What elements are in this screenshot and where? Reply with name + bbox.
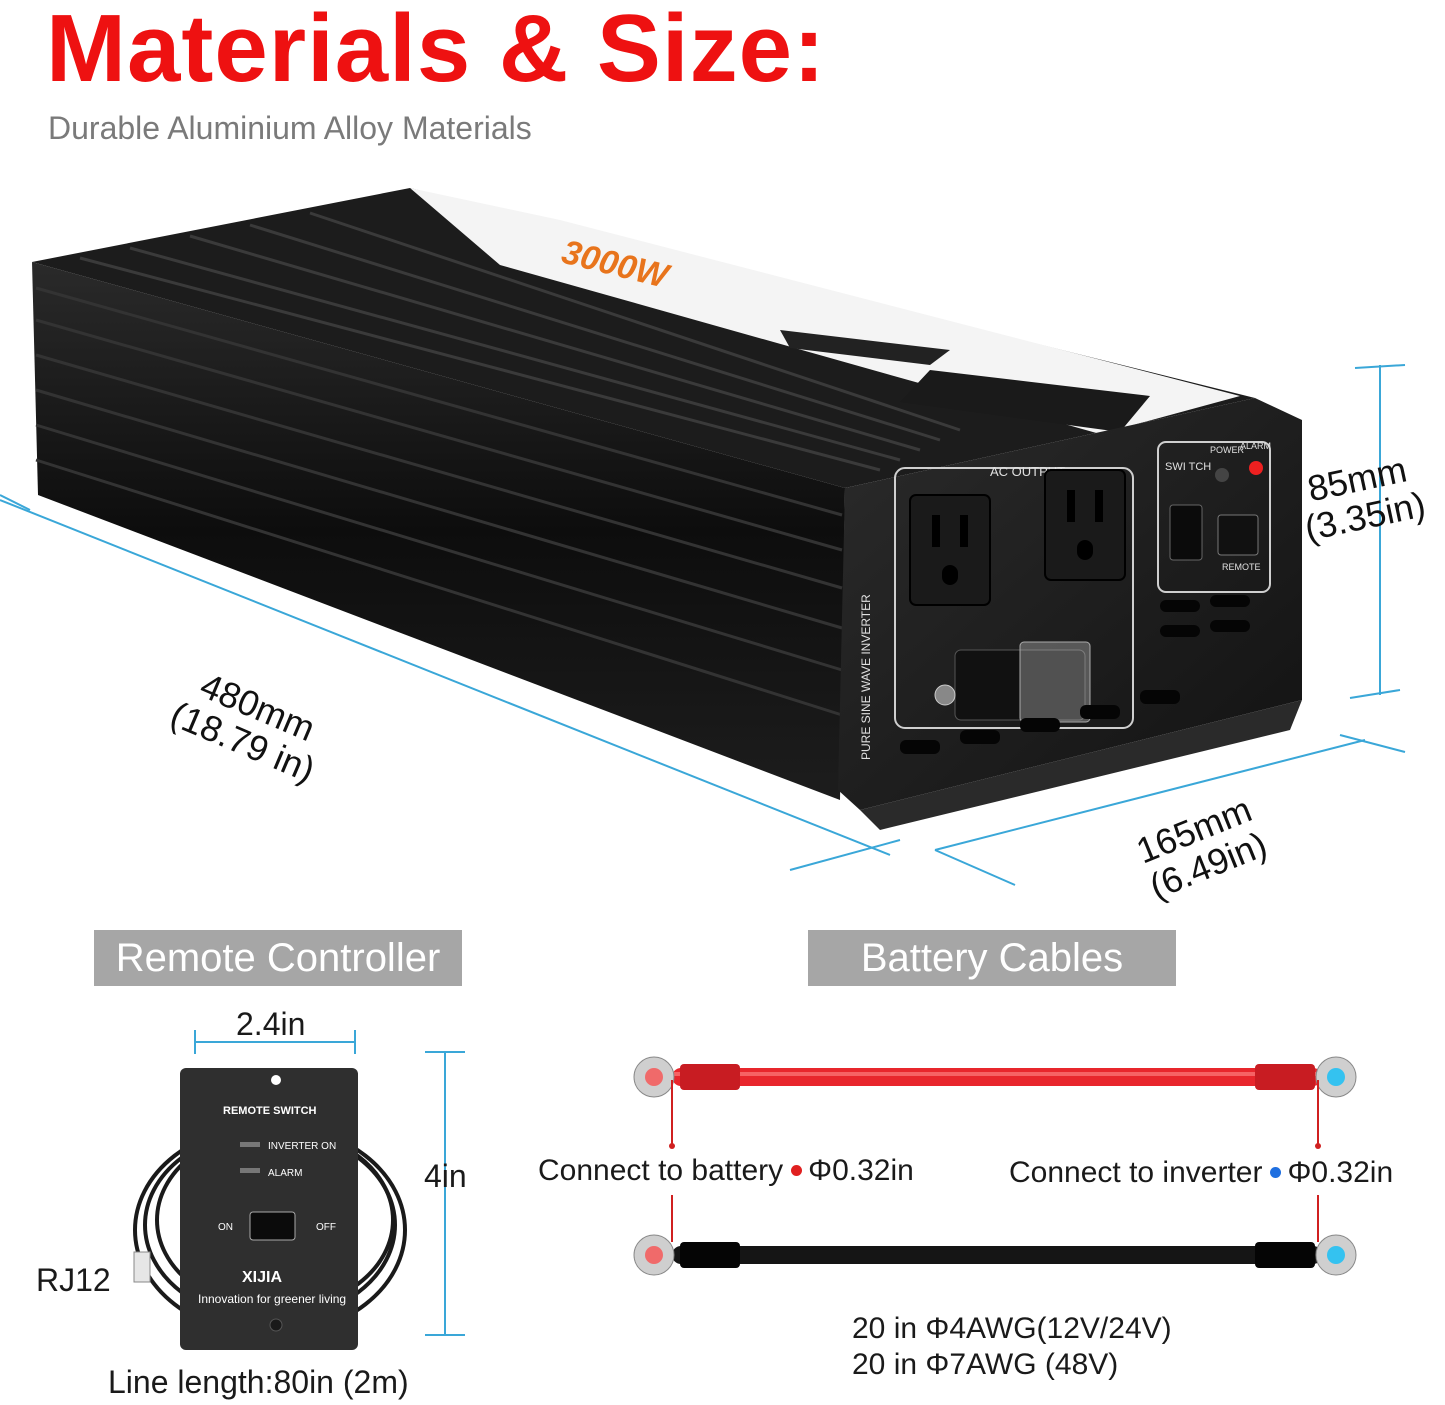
ground-screw [934, 684, 956, 706]
terminal-cover [1019, 641, 1091, 723]
remote-port [1217, 514, 1259, 556]
alarm-led [1249, 461, 1263, 475]
svg-text:ON: ON [218, 1222, 233, 1233]
label-spec-box [780, 330, 950, 365]
inverter-side-face [32, 262, 845, 800]
rj12-plug [133, 1251, 151, 1283]
remote-power-toggle [249, 1211, 296, 1241]
svg-text:POWER: POWER [1210, 445, 1245, 455]
switch-panel [1157, 441, 1271, 593]
power-led [1215, 468, 1229, 482]
svg-text:Innovation for greener living: Innovation for greener living [198, 1292, 346, 1306]
ac-outlet-2 [1044, 469, 1126, 581]
svg-text:REMOTE SWITCH: REMOTE SWITCH [223, 1105, 317, 1117]
ac-outlet-1 [909, 494, 991, 606]
dimension-lines [0, 364, 1406, 886]
inverter-top-surface [32, 188, 1255, 488]
remote-width-label: 2.4in [236, 1006, 306, 1042]
cable-spec-line-1: 20 in Φ4AWG(12V/24V) [852, 1312, 1172, 1345]
page-title: Materials & Size: [46, 0, 826, 102]
black-cable [672, 1246, 1322, 1264]
top-fins [79, 211, 961, 472]
leader-lines [671, 1080, 1319, 1242]
svg-text:PURE SINE WAVE INVERTER: PURE SINE WAVE INVERTER [859, 594, 873, 760]
svg-text:ALARM: ALARM [268, 1168, 302, 1179]
line-length-label: Line length:80in (2m) [108, 1364, 409, 1400]
power-switch [1169, 504, 1203, 561]
svg-text:XIJIA: XIJIA [242, 1269, 282, 1286]
inverter-illustration: 3000W AC OUTPUT SWI TCH POWER ALARM [0, 188, 1406, 886]
battery-cables-section-label: Battery Cables [808, 930, 1176, 986]
svg-text:SWI TCH: SWI TCH [1165, 461, 1211, 473]
remote-dimension-lines [194, 1030, 465, 1336]
inverter-end-dot [1270, 1166, 1282, 1178]
rj12-label: RJ12 [36, 1262, 111, 1298]
mounting-foot [860, 700, 1302, 830]
svg-text:OFF: OFF [316, 1222, 336, 1233]
battery-cables-illustration [633, 1056, 1357, 1276]
vent-slots [900, 595, 1250, 754]
label-band [410, 188, 1240, 434]
side-fins [35, 286, 843, 717]
remote-controller-section-label: Remote Controller [94, 930, 462, 986]
ac-output-panel [894, 467, 1134, 729]
svg-text:ALARM: ALARM [1240, 441, 1271, 451]
svg-text:INVERTER ON: INVERTER ON [268, 1141, 336, 1152]
remote-height-label: 4in [424, 1158, 467, 1194]
label-spec-box-2 [900, 370, 1150, 432]
page-subtitle: Durable Aluminium Alloy Materials [48, 110, 532, 146]
remote-controller-illustration: REMOTE SWITCH INVERTER ON ALARM ON OFF X… [133, 1030, 465, 1350]
red-cable [672, 1068, 1322, 1086]
remote-panel [180, 1068, 358, 1350]
battery-end-dot [791, 1164, 803, 1176]
cable-spec-line-2: 20 in Φ7AWG (48V) [852, 1348, 1119, 1381]
svg-text:REMOTE: REMOTE [1222, 562, 1261, 572]
